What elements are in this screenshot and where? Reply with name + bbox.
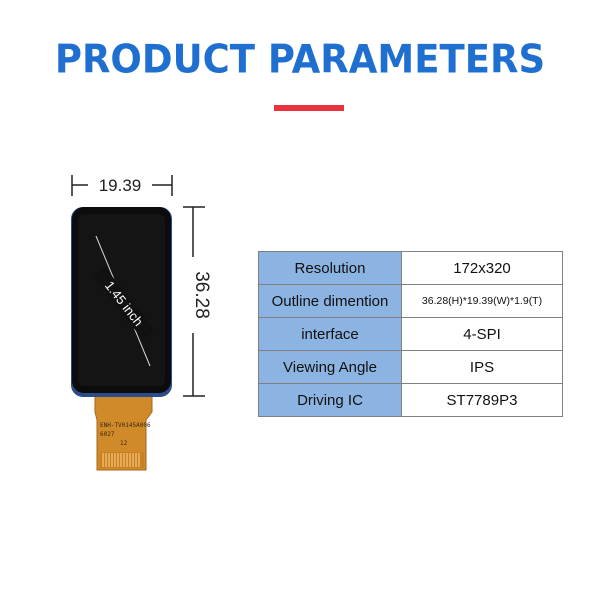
spec-value: 36.28(H)*19.39(W)*1.9(T)	[401, 284, 563, 318]
spec-table: Resolution 172x320 Outline dimention 36.…	[258, 251, 563, 417]
spec-value: 4-SPI	[401, 317, 563, 351]
spec-label: Outline dimention	[258, 284, 402, 318]
spec-value: ST7789P3	[401, 383, 563, 417]
flex-print-text: 6027	[100, 431, 115, 438]
spec-label: Driving IC	[258, 383, 402, 417]
spec-value: IPS	[401, 350, 563, 384]
width-dimension-label: 19.39	[88, 176, 152, 196]
spec-label: Resolution	[258, 251, 402, 285]
table-row: Driving IC ST7789P3	[258, 383, 563, 417]
page-title: PRODUCT PARAMETERS	[54, 36, 546, 83]
table-row: Resolution 172x320	[258, 251, 563, 285]
flex-cable	[94, 395, 153, 471]
flex-print-text: 12	[120, 440, 128, 447]
flex-print-text: ENH-TV0145A006	[100, 422, 151, 429]
table-row: Viewing Angle IPS	[258, 350, 563, 384]
spec-label: Viewing Angle	[258, 350, 402, 384]
title-underline	[274, 105, 344, 111]
spec-value: 172x320	[401, 251, 563, 285]
table-row: Outline dimention 36.28(H)*19.39(W)*1.9(…	[258, 284, 563, 318]
table-row: interface 4-SPI	[258, 317, 563, 351]
spec-label: interface	[258, 317, 402, 351]
height-dimension-label: 36.28	[190, 257, 212, 333]
